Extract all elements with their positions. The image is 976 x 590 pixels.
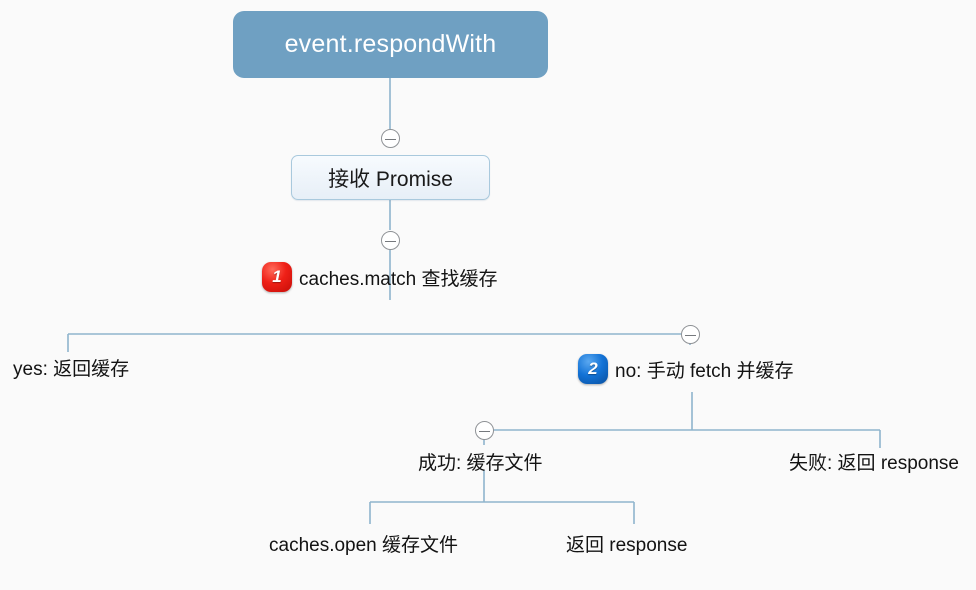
node-fail-return-response[interactable]: 失败: 返回 response: [789, 448, 959, 475]
node-label: caches.match 查找缓存: [299, 268, 498, 290]
node-label: 成功: 缓存文件: [418, 453, 543, 474]
node-label: caches.open 缓存文件: [269, 535, 459, 556]
node-label: 接收 Promise: [328, 167, 453, 191]
node-yes-return-cache[interactable]: yes: 返回缓存: [13, 354, 129, 381]
node-label: 失败: 返回 response: [789, 453, 959, 474]
collapse-toggle-receive-promise-top[interactable]: [381, 129, 400, 148]
node-label: event.respondWith: [284, 30, 497, 58]
badge-number-2: 2: [578, 354, 608, 384]
node-caches-match[interactable]: 1 caches.match 查找缓存: [262, 262, 498, 292]
collapse-toggle-caches-match[interactable]: [381, 231, 400, 250]
node-return-response[interactable]: 返回 response: [566, 530, 687, 557]
node-label: 返回 response: [566, 535, 688, 556]
collapse-toggle-success-branch[interactable]: [475, 421, 494, 440]
badge-number-1: 1: [262, 262, 292, 292]
node-success-cache-file[interactable]: 成功: 缓存文件: [418, 448, 543, 475]
node-receive-promise[interactable]: 接收 Promise: [291, 155, 490, 200]
collapse-toggle-no-branch[interactable]: [681, 325, 700, 344]
node-event-respondwith[interactable]: event.respondWith: [233, 11, 548, 78]
node-label: yes: 返回缓存: [13, 359, 130, 380]
node-caches-open[interactable]: caches.open 缓存文件: [269, 530, 458, 557]
node-no-manual-fetch[interactable]: 2 no: 手动 fetch 并缓存: [578, 354, 793, 384]
node-label: no: 手动 fetch 并缓存: [615, 360, 794, 382]
